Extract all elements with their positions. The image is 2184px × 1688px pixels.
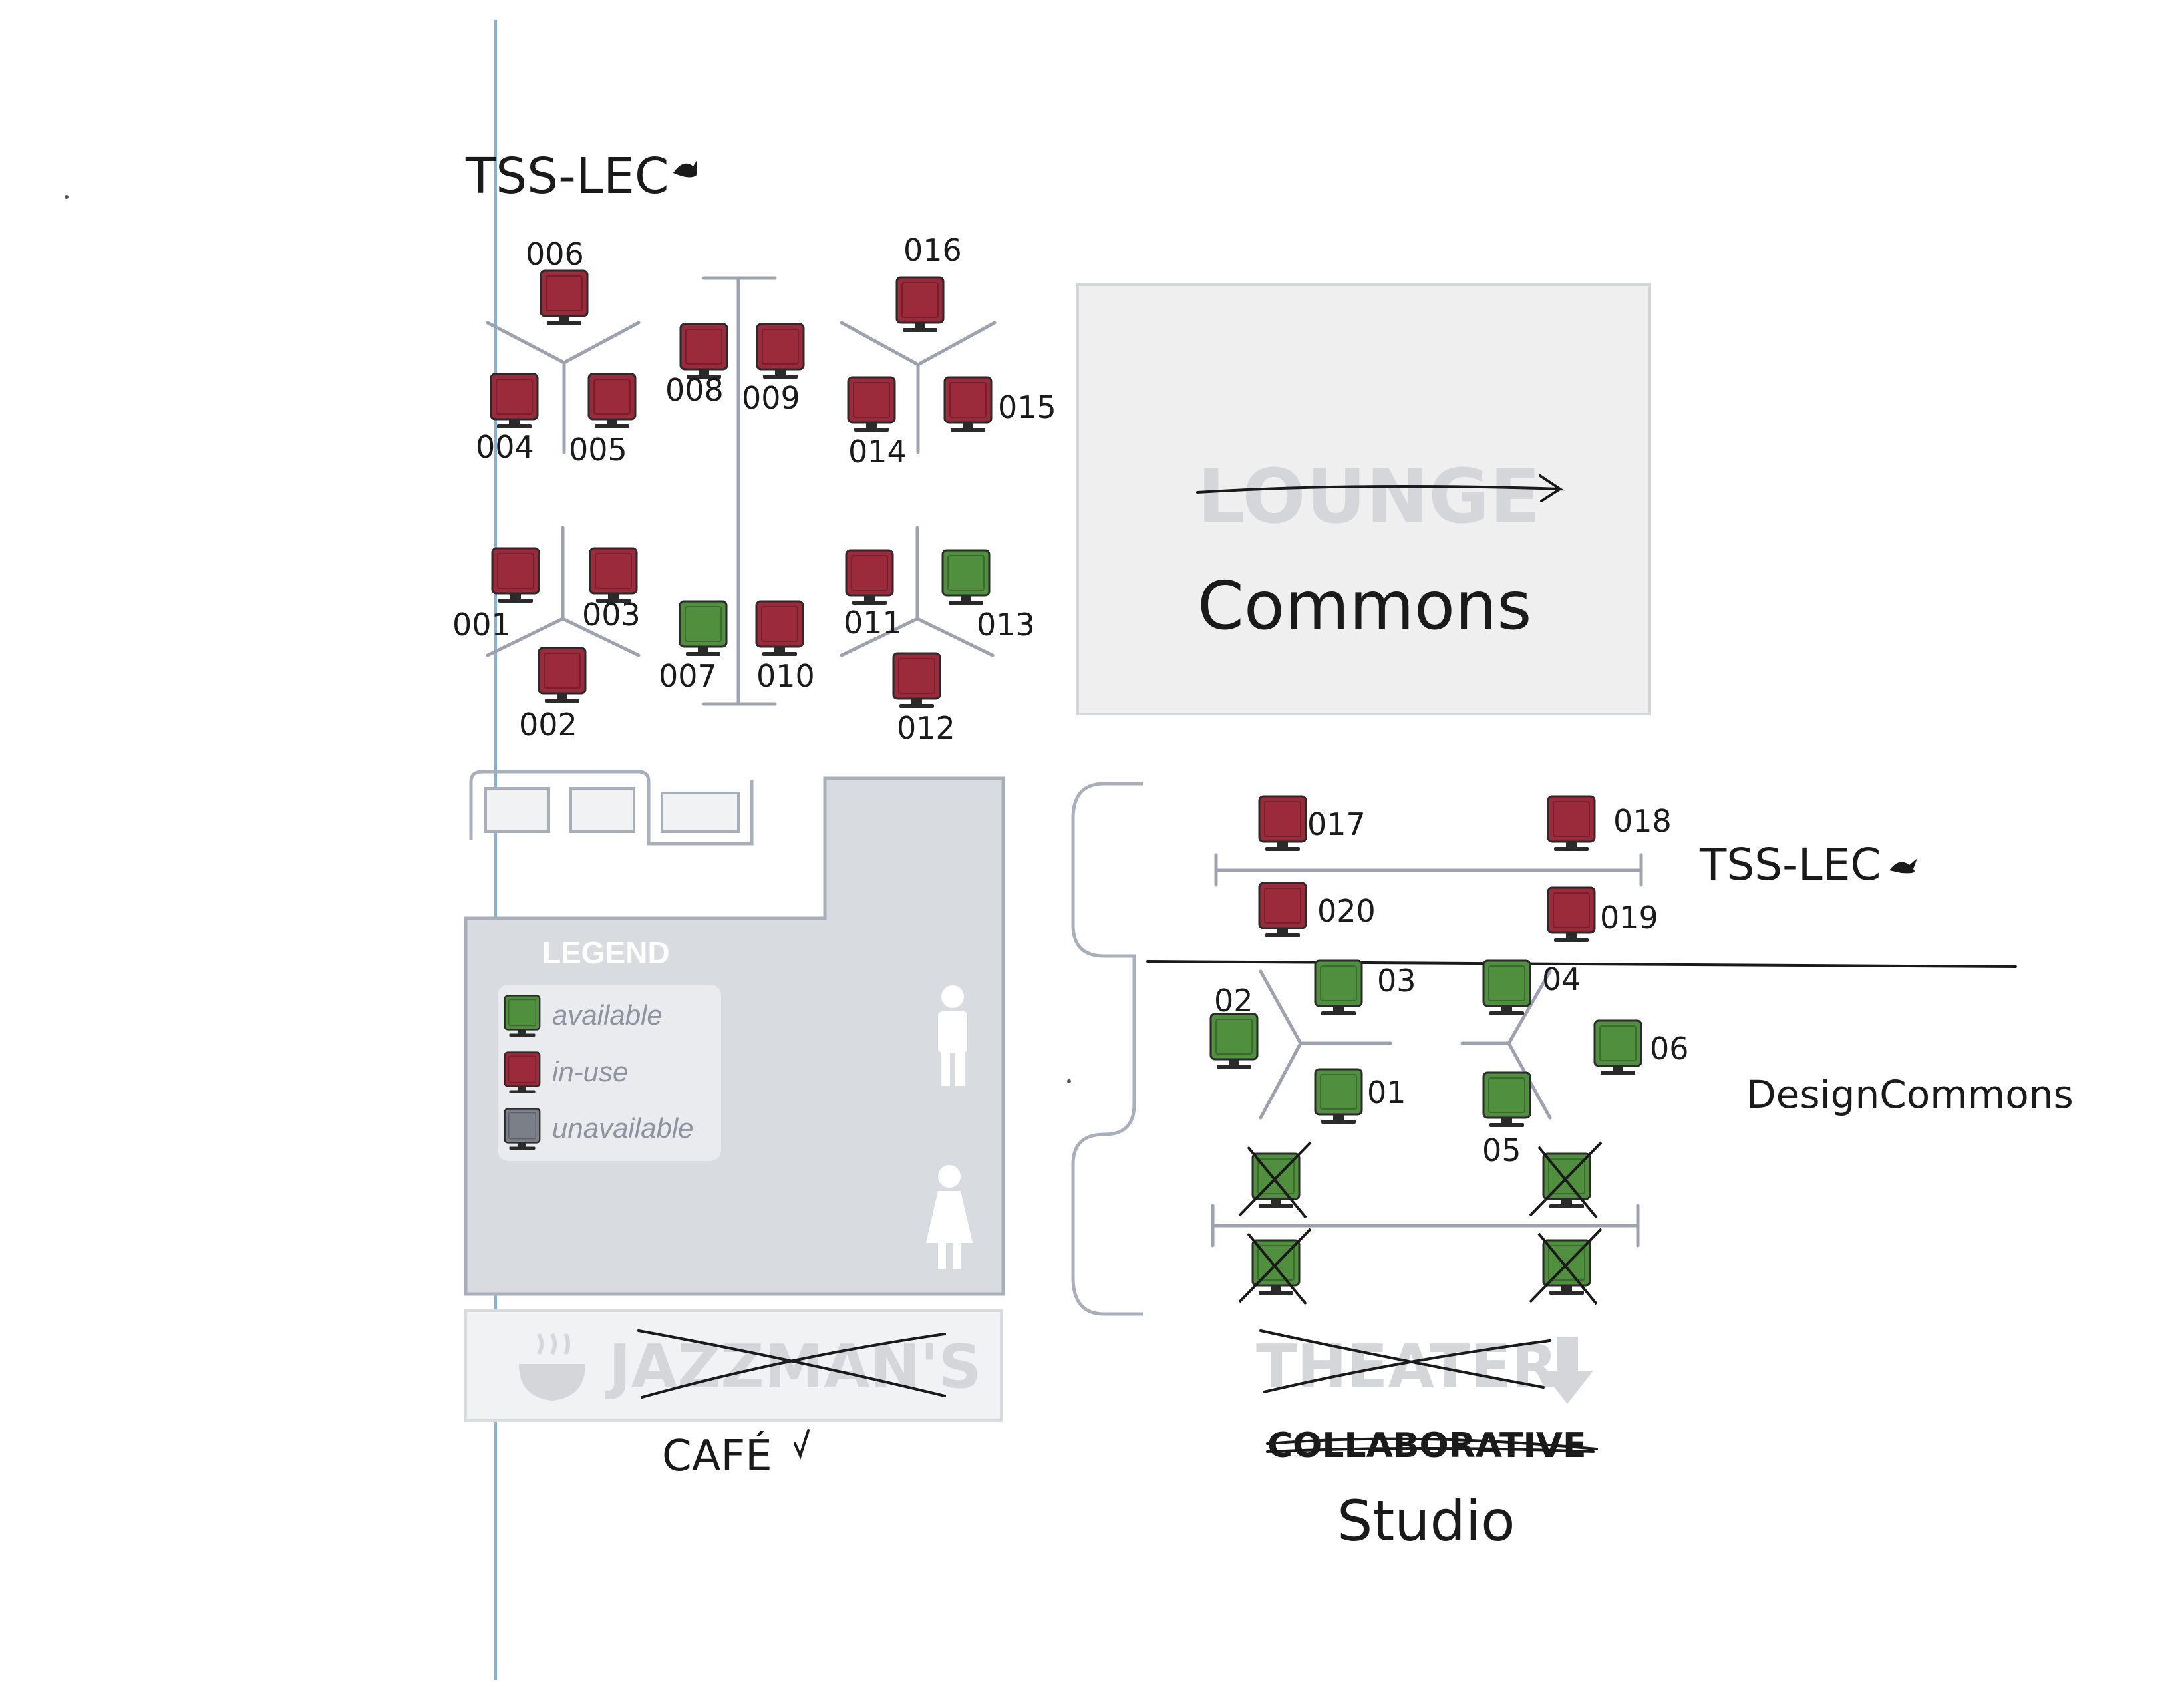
female-restroom-icon (926, 1165, 973, 1269)
workstation-label-w018: 018 (1613, 803, 1672, 839)
workstation-monitor-w014[interactable] (847, 376, 896, 432)
workstation-monitor-w002[interactable] (538, 647, 587, 703)
workstation-label-w004: 004 (476, 429, 534, 465)
workstation-monitor-w017[interactable] (1258, 795, 1307, 851)
studio-label: Studio (1337, 1488, 1515, 1554)
workstation-label-d03: 03 (1377, 963, 1416, 999)
lounge-strike (1196, 474, 1565, 502)
theater-strike (1259, 1329, 1551, 1393)
male-restroom-icon (938, 985, 967, 1086)
legend-label-unavailable: unavailable (552, 1112, 694, 1144)
workstation-monitor-w015[interactable] (943, 376, 993, 432)
theater-faded-label: THEATER (1256, 1332, 1557, 1402)
workstation-monitor-w012[interactable] (892, 652, 941, 708)
cafe-label: CAFÉ (662, 1431, 772, 1481)
workstation-monitor-d02[interactable] (1209, 1013, 1259, 1069)
workstation-monitor-w008[interactable] (679, 323, 728, 379)
commons-room (1076, 283, 1651, 715)
right-zone-structure (1071, 782, 2017, 1316)
workstation-label-w005: 005 (569, 432, 627, 468)
workstation-label-w010: 010 (756, 658, 815, 694)
workstation-label-w014: 014 (848, 434, 907, 470)
design-commons-label: DesignCommons (1746, 1072, 2074, 1117)
workstation-monitor-s1[interactable] (1238, 1141, 1312, 1219)
workstation-monitor-w011[interactable] (845, 549, 894, 605)
workstation-label-w020: 020 (1317, 893, 1376, 929)
left-rooms (464, 770, 1005, 1296)
legend-panel (498, 985, 721, 1161)
workstation-monitor-w018[interactable] (1547, 795, 1596, 851)
workstation-label-w009: 009 (742, 380, 800, 416)
workstation-label-d01: 01 (1367, 1075, 1406, 1110)
workstation-monitor-w004[interactable] (490, 373, 539, 428)
legend-swatch-available (504, 995, 541, 1037)
workstation-label-d04: 04 (1542, 961, 1581, 997)
lounge-faded-label: LOUNGE (1197, 454, 1541, 540)
workstation-monitor-w013[interactable] (941, 549, 991, 605)
workstation-monitor-s2[interactable] (1529, 1141, 1603, 1219)
workstation-monitor-w005[interactable] (587, 373, 637, 428)
workstation-monitor-w009[interactable] (756, 323, 805, 379)
workstation-label-d05: 05 (1482, 1132, 1521, 1168)
workstation-monitor-w016[interactable] (895, 276, 945, 332)
workstation-label-w011: 011 (844, 605, 902, 641)
tss-lec-right-mark (1889, 858, 1917, 874)
workstation-label-w002: 002 (519, 707, 577, 743)
workstation-monitor-d04[interactable] (1482, 959, 1531, 1015)
legend-label-available: available (552, 999, 663, 1031)
workstation-label-w019: 019 (1600, 900, 1658, 935)
down-arrow-icon (1541, 1337, 1593, 1404)
collaborative-label: COLLABORATIVE (1267, 1426, 1587, 1466)
workstation-monitor-s4[interactable] (1529, 1228, 1603, 1305)
workstation-monitor-d06[interactable] (1593, 1019, 1642, 1075)
workstation-label-d02: 02 (1214, 983, 1253, 1019)
tss-lec-right-label: TSS-LEC (1699, 839, 1881, 890)
jazzmans-strike (637, 1329, 946, 1399)
workstation-label-w003: 003 (582, 597, 641, 633)
workstation-label-d06: 06 (1650, 1031, 1689, 1067)
studio-zone: THEATER COLLABORATIVE Studio (1256, 1329, 1598, 1554)
workstation-monitor-w001[interactable] (491, 547, 540, 603)
workstation-monitor-d05[interactable] (1482, 1071, 1531, 1127)
legend: LEGEND available in-use unavailable (498, 935, 721, 1161)
collaborative-scribble (1266, 1437, 1598, 1453)
commons-label: Commons (1197, 567, 1532, 645)
workstation-monitor-w019[interactable] (1547, 886, 1596, 942)
workstation-label-w015: 015 (998, 389, 1056, 425)
workstation-label-w006: 006 (526, 236, 584, 272)
workstation-label-w013: 013 (977, 607, 1035, 643)
workstation-label-w008: 008 (665, 372, 724, 408)
top-tss-lec-mark (673, 160, 697, 178)
workstation-monitor-w020[interactable] (1258, 882, 1307, 937)
workstation-monitor-w010[interactable] (755, 600, 804, 656)
workstation-label-w007: 007 (659, 658, 717, 694)
workstation-monitor-w006[interactable] (540, 269, 589, 325)
workstation-label-w001: 001 (452, 607, 511, 643)
workstation-label-w016: 016 (903, 232, 962, 268)
workstation-monitor-s3[interactable] (1238, 1228, 1312, 1305)
workstation-monitor-d03[interactable] (1314, 959, 1363, 1015)
legend-title: LEGEND (542, 935, 670, 970)
coffee-cup-icon (519, 1333, 585, 1401)
zone-divider-line (1146, 960, 2017, 968)
commons-zone: LOUNGE Commons (1076, 283, 1651, 715)
cafe-zone: JAZZMAN'S CAFÉ (464, 1309, 1003, 1481)
legend-label-in-use: in-use (552, 1056, 628, 1087)
workstations: 006 004 005 008 009 016 014 015 001 003 002 007 010 0… (452, 232, 1689, 1305)
workstation-label-w017: 017 (1307, 806, 1366, 842)
workstation-monitor-d01[interactable] (1314, 1068, 1363, 1124)
top-tss-lec-label: TSS-LEC (465, 148, 669, 205)
top-cluster-dividers (486, 276, 997, 706)
cafe-check (794, 1429, 810, 1460)
workstation-monitor-w007[interactable] (679, 600, 728, 656)
workstation-label-w012: 012 (897, 710, 955, 746)
legend-swatch-in-use (504, 1051, 541, 1093)
lower-left-room (464, 776, 1005, 1296)
legend-swatch-unavailable (504, 1108, 541, 1150)
workstation-monitor-w003[interactable] (589, 547, 638, 603)
